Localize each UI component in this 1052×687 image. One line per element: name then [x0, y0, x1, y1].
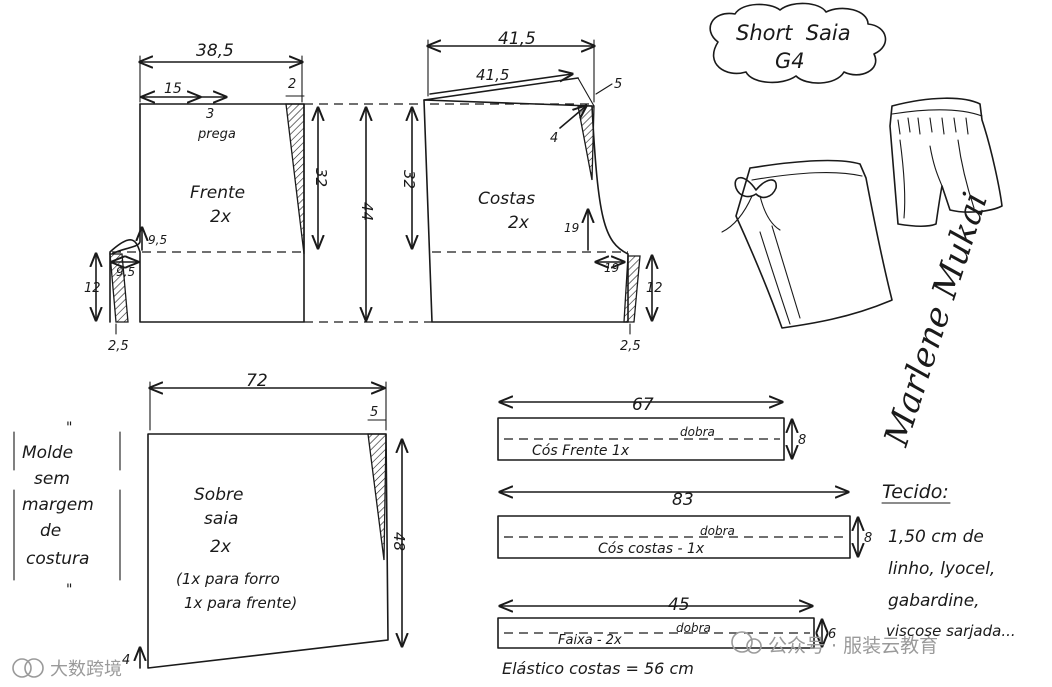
garment-sketch: [721, 97, 1003, 329]
watermark-right-text: 公众号 · 服装云教育: [768, 635, 938, 657]
front-pleat-label: prega: [197, 127, 236, 142]
watermark-right: 公众号 · 服装云教育: [731, 631, 938, 657]
seam-note-line3: margem: [22, 495, 94, 515]
back-dart-label: 4: [550, 131, 558, 146]
title-cloud: Short Saia G4: [709, 2, 887, 84]
fabric-note: Tecido: 1,50 cm de linho, lyocel, gabard…: [881, 481, 1016, 640]
overskirt-dart-label: 5: [370, 405, 378, 420]
back-side-height: 32: [400, 170, 418, 189]
waistband-back-fold: dobra: [700, 524, 735, 538]
back-side-dart: [577, 105, 595, 181]
back-piece: 41,5 41,5 5 4 32 Costas 2x 19 19 12 2,5: [400, 29, 663, 354]
seam-note-line5: costura: [26, 549, 89, 569]
overskirt-piece: 72 5 48 4 Sobre saia 2x (1x para forro 1…: [122, 371, 408, 669]
fabric-line2: linho, lyocel,: [888, 559, 995, 579]
front-left-label: 15: [164, 81, 182, 97]
front-total-height: 44: [358, 202, 376, 221]
back-crotch-width: 19: [604, 261, 619, 275]
title-line1: Short Saia: [736, 21, 851, 45]
back-slope-label: 41,5: [476, 66, 509, 84]
back-piece-qty: 2x: [508, 213, 530, 233]
front-piece-name: Frente: [190, 183, 245, 203]
sash-width: 6: [828, 627, 836, 642]
front-crotch-height: 9,5: [148, 233, 167, 247]
waistband-front-width: 8: [798, 433, 806, 448]
back-hem-offset: 2,5: [620, 339, 641, 354]
overskirt-name-line2: saia: [204, 509, 238, 529]
front-inseam-hatch: [109, 253, 129, 323]
sash: 45 dobra Faixa - 2x 6: [497, 595, 836, 649]
front-pleat-value: 3: [206, 107, 214, 122]
fabric-line4: viscose sarjada...: [886, 622, 1016, 640]
back-inseam-height: 12: [646, 281, 663, 296]
fabric-heading: Tecido:: [882, 481, 949, 503]
seam-note-mark-top: ": [66, 420, 72, 436]
overskirt-height: 48: [390, 532, 408, 551]
waistband-front-label: Cós Frente 1x: [532, 443, 630, 459]
signature: Marlene Mukai: [876, 188, 996, 452]
back-piece-name: Costas: [478, 189, 535, 209]
back-inseam-hatch: [623, 255, 641, 323]
waistband-back: 83 dobra Cós costas - 1x 8: [497, 490, 872, 559]
overskirt-dart: [367, 433, 387, 561]
back-width-label: 41,5: [498, 29, 536, 49]
front-inseam-height: 12: [84, 281, 101, 296]
back-crotch-height: 19: [564, 221, 579, 235]
front-side-height: 32: [312, 168, 330, 187]
front-crotch-width: 9,5: [116, 265, 135, 279]
front-side-dart: [285, 103, 305, 255]
sash-length: 45: [668, 595, 690, 615]
seam-note: " Molde sem margem de costura ": [13, 420, 121, 598]
overskirt-width: 72: [246, 371, 268, 391]
seam-note-line4: de: [40, 521, 61, 541]
waistband-front-fold: dobra: [680, 425, 715, 439]
overskirt-name-line1: Sobre: [194, 485, 243, 505]
seam-note-mark-bottom: ": [66, 582, 72, 598]
sash-label: Faixa - 2x: [558, 633, 622, 648]
overskirt-qty: 2x: [210, 537, 232, 557]
front-hem-offset: 2,5: [108, 339, 129, 354]
fabric-line1: 1,50 cm de: [888, 527, 984, 547]
front-dart-label: 2: [288, 77, 296, 92]
overskirt-bottom-offset: 4: [122, 653, 130, 668]
seam-note-line1: Molde: [22, 443, 73, 463]
waistband-front-length: 67: [632, 395, 654, 415]
title-line2: G4: [775, 49, 805, 73]
front-piece: 38,5 15 3 prega 2 32 44 Frente 2x 9,5 9,…: [84, 41, 376, 354]
overskirt-note1: (1x para forro: [176, 570, 280, 588]
overskirt-note2: 1x para frente): [184, 594, 297, 612]
watermark-left: 大数跨境: [12, 658, 122, 680]
seam-note-line2: sem: [34, 469, 70, 489]
front-width-label: 38,5: [196, 41, 234, 61]
watermark-left-text: 大数跨境: [50, 659, 122, 680]
waistband-back-label: Cós costas - 1x: [598, 541, 705, 557]
waistband-back-width: 8: [864, 531, 872, 546]
waistband-back-length: 83: [672, 490, 694, 510]
sash-fold: dobra: [676, 621, 711, 635]
elastic-note: Elástico costas = 56 cm: [502, 659, 694, 678]
fabric-line3: gabardine,: [888, 591, 980, 611]
front-piece-qty: 2x: [210, 207, 232, 227]
waistband-front: 67 dobra Cós Frente 1x 8: [497, 395, 806, 461]
back-rise-label: 5: [614, 77, 622, 92]
